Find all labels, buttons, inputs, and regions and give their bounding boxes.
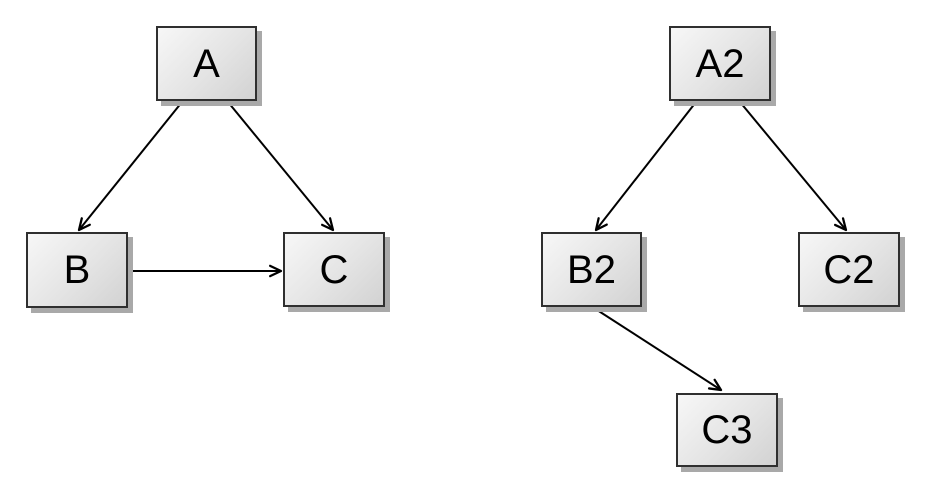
graph-node-C2[interactable]: C2 xyxy=(798,232,900,307)
node-label-B: B xyxy=(63,248,91,292)
edge-A2-B2 xyxy=(594,101,697,232)
node-label-A: A xyxy=(193,41,220,86)
graph-node-A2[interactable]: A2 xyxy=(669,26,771,101)
node-label-C3: C3 xyxy=(701,408,753,452)
node-label-B2: B2 xyxy=(567,247,616,292)
node-label-C: C xyxy=(319,247,349,292)
edge-A2-C2 xyxy=(739,101,848,232)
edge-A-C xyxy=(227,101,335,232)
graph-node-B2[interactable]: B2 xyxy=(541,232,642,307)
graph-node-C3[interactable]: C3 xyxy=(676,393,778,467)
graph-node-C[interactable]: C xyxy=(283,232,385,307)
node-label-A2: A2 xyxy=(695,41,745,86)
node-label-C2: C2 xyxy=(823,247,875,292)
edge-A-B xyxy=(77,101,183,232)
edge-B2-C3 xyxy=(593,307,723,392)
graph-node-B[interactable]: B xyxy=(26,232,128,308)
graph-node-A[interactable]: A xyxy=(156,26,257,101)
